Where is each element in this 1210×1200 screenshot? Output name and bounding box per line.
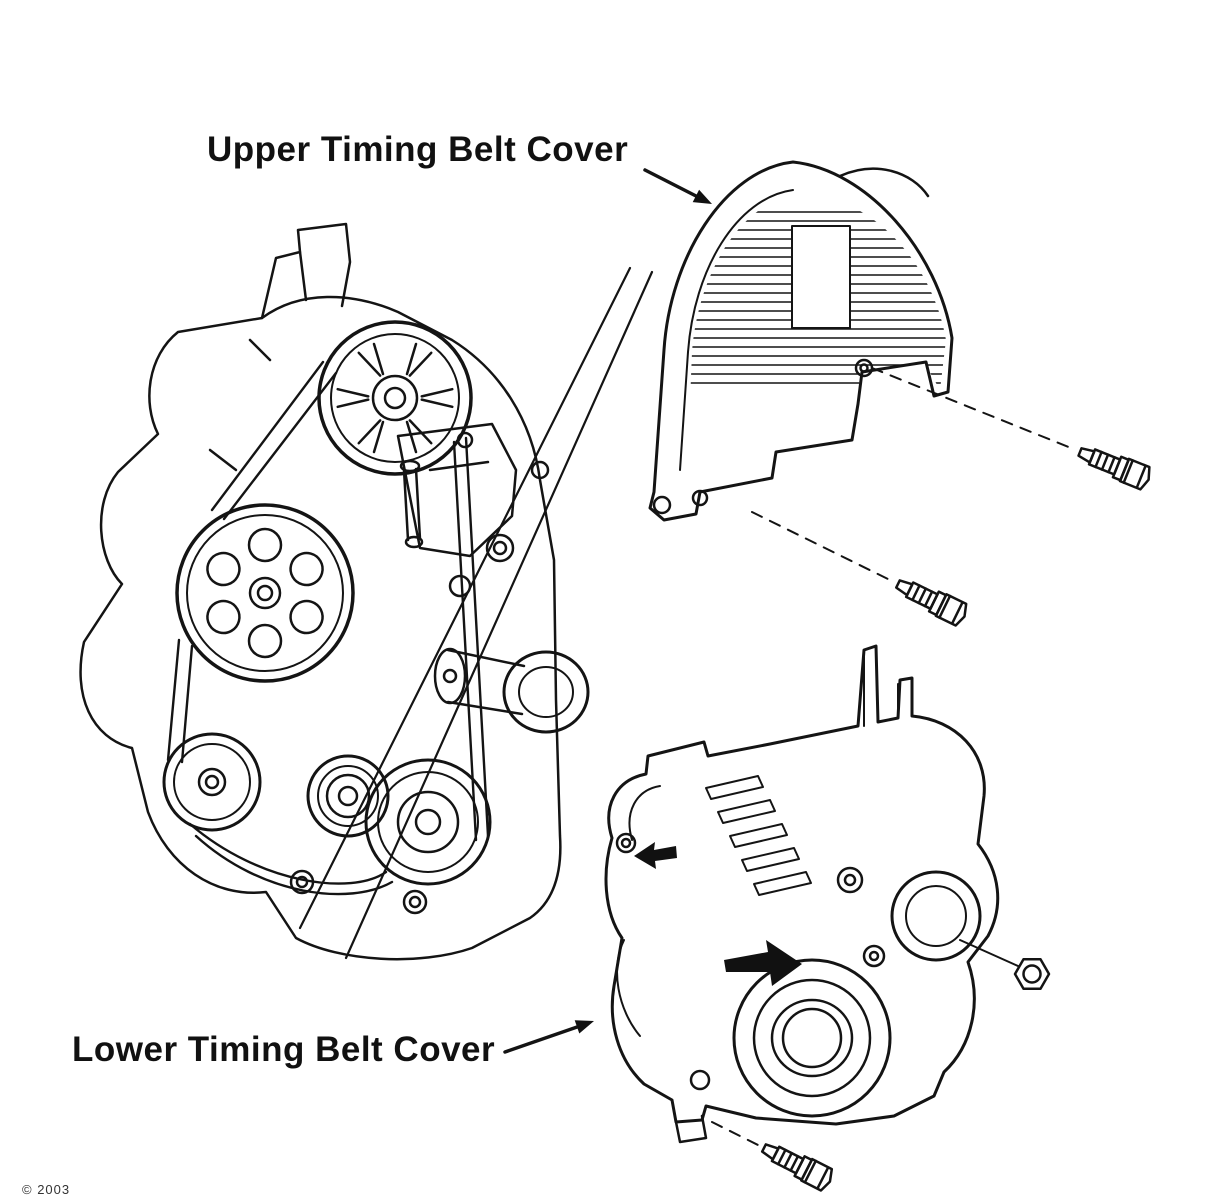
cover-mounting-nut: [1013, 958, 1051, 990]
direction-arrow-icon: [724, 940, 802, 986]
power-steering-pulley: [175, 503, 355, 683]
flange-arrow-icon: [634, 842, 677, 869]
copyright-watermark: © 2003: [22, 1182, 71, 1197]
tensioner-bracket: [396, 422, 518, 598]
label-lower-timing-belt-cover: Lower Timing Belt Cover: [72, 1030, 496, 1069]
upper-pulley: [317, 320, 473, 476]
crankshaft-snout: [433, 647, 590, 734]
lower-label-arrow: [503, 1020, 594, 1054]
upper-label-arrow: [643, 168, 712, 204]
engine-block: [79, 222, 562, 961]
cover-mounting-bolt-3: [711, 1121, 837, 1194]
drive-belts: [166, 360, 490, 896]
idler-pulleys: [162, 732, 492, 886]
cover-mounting-bolt-1: [871, 367, 1155, 493]
upper-timing-belt-cover: [648, 160, 954, 522]
lower-timing-belt-cover: [604, 644, 1019, 1144]
leader-lines: [298, 266, 654, 960]
label-upper-timing-belt-cover: Upper Timing Belt Cover: [207, 130, 629, 169]
cover-mounting-bolt-2: [751, 511, 972, 629]
